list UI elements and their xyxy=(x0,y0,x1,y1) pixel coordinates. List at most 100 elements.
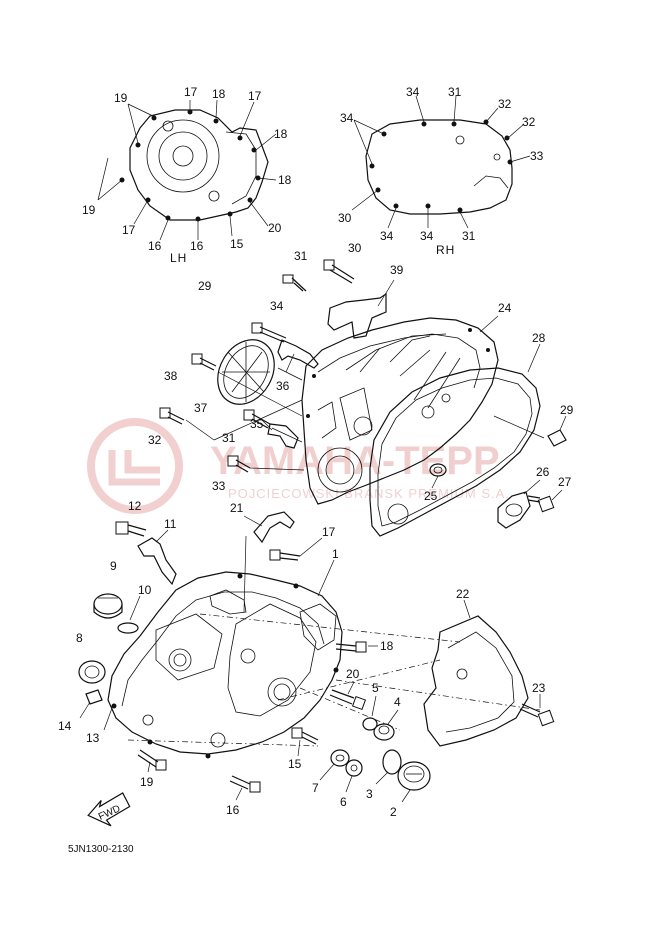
callout: 31 xyxy=(462,229,476,243)
watermark-logo-icon xyxy=(87,418,183,514)
callout: 30 xyxy=(348,241,362,255)
callout: 17 xyxy=(184,85,198,99)
bolt-19 xyxy=(137,749,167,773)
callout: 2 xyxy=(390,805,397,819)
callout: 33 xyxy=(530,149,544,163)
callout: 31 xyxy=(448,85,462,99)
callout: 20 xyxy=(346,667,360,681)
callout: 25 xyxy=(424,489,438,503)
rh-label: RH xyxy=(436,243,455,257)
callout: 12 xyxy=(128,499,142,513)
callout: 31 xyxy=(222,431,236,445)
callout: 22 xyxy=(456,587,470,601)
callout-labels-left-cover: 12 11 21 17 1 9 10 8 14 13 22 18 20 5 4 … xyxy=(58,499,546,819)
callout: 33 xyxy=(212,479,226,493)
collar-7 xyxy=(319,749,350,781)
o-ring-3 xyxy=(382,749,402,775)
callout: 7 xyxy=(312,781,319,795)
callout: 34 xyxy=(406,85,420,99)
callout: 34 xyxy=(420,229,434,243)
watermark-sub-text: POJCIECOWSKI BRAŃSK PREMIUM S.A. xyxy=(228,486,510,501)
callout: 32 xyxy=(498,97,512,111)
guide-21 xyxy=(253,511,295,544)
callout: 16 xyxy=(190,239,204,253)
callout: 20 xyxy=(268,221,282,235)
callout-labels-rh: 34 31 32 32 34 33 30 34 34 31 RH xyxy=(338,85,544,257)
watermark-main-text: YAMAHA-TEPP xyxy=(210,439,500,483)
callout: 23 xyxy=(532,681,546,695)
callout: 9 xyxy=(110,559,117,573)
callout: 27 xyxy=(558,475,572,489)
plug-2 xyxy=(397,761,431,803)
callout: 15 xyxy=(230,237,244,251)
bolt-30-top xyxy=(323,259,355,284)
bolt-18 xyxy=(335,641,378,653)
callout: 8 xyxy=(76,631,83,645)
bolt-32 xyxy=(159,407,185,425)
bolt-12 xyxy=(115,521,147,537)
bracket-11 xyxy=(137,537,177,586)
callout-labels-lh: 19 17 18 17 18 18 19 17 16 16 15 20 LH xyxy=(82,85,292,265)
left-crankcase-cover: FWD xyxy=(78,511,555,827)
fwd-arrow-icon: FWD xyxy=(87,792,131,827)
callout: 29 xyxy=(560,403,574,417)
callout: 35 xyxy=(250,417,264,431)
callout: 18 xyxy=(380,639,394,653)
right-crankcase-cover xyxy=(159,259,567,537)
lh-label: LH xyxy=(170,251,187,265)
seal-6 xyxy=(345,759,363,793)
dowel-14 xyxy=(85,689,103,705)
callout: 16 xyxy=(148,239,162,253)
callout: 19 xyxy=(114,91,128,105)
callout: 32 xyxy=(522,115,536,129)
callout: 19 xyxy=(140,775,154,789)
oil-filler-cap-9 xyxy=(93,593,123,619)
callout: 32 xyxy=(148,433,162,447)
callout: 15 xyxy=(288,757,302,771)
callout: 28 xyxy=(532,331,546,345)
bolt-23 xyxy=(519,694,555,727)
oil-seal-26 xyxy=(497,479,541,529)
callout: 11 xyxy=(164,517,177,531)
bolt-34 xyxy=(251,322,287,343)
callout: 34 xyxy=(270,299,284,313)
bolt-16 xyxy=(229,775,261,801)
clamp-36 xyxy=(277,339,319,369)
callout: 17 xyxy=(248,89,262,103)
bolt-17 xyxy=(269,537,323,561)
callout: 37 xyxy=(194,401,208,415)
callout: 13 xyxy=(86,731,100,745)
plug-4 xyxy=(373,709,399,741)
callout: 10 xyxy=(138,583,152,597)
callout: 29 xyxy=(198,279,212,293)
bolt-27 xyxy=(527,489,563,513)
callout: 39 xyxy=(390,263,404,277)
bracket-39 xyxy=(327,292,387,339)
watermark: YAMAHA-TEPP POJCIECOWSKI BRAŃSK PREMIUM … xyxy=(87,418,510,514)
callout: 26 xyxy=(536,465,550,479)
callout: 5 xyxy=(372,681,379,695)
bolt-31-top xyxy=(282,274,307,292)
bolt-38 xyxy=(191,353,217,371)
callout: 17 xyxy=(122,223,136,237)
bolt-20 xyxy=(329,681,367,711)
o-ring-10 xyxy=(117,622,139,634)
callout: 14 xyxy=(58,719,72,733)
oil-seal-8 xyxy=(78,660,106,684)
o-ring-5 xyxy=(362,717,378,731)
callout: 17 xyxy=(322,525,336,539)
callout: 1 xyxy=(332,547,339,561)
callout: 38 xyxy=(164,369,178,383)
callout-labels-right-cover: 31 30 39 29 34 24 28 38 36 37 32 31 35 3… xyxy=(148,241,574,503)
drawing-code: 5JN1300-2130 xyxy=(68,844,134,855)
callout: 18 xyxy=(212,87,226,101)
callout: 19 xyxy=(82,203,96,217)
callout: 34 xyxy=(340,111,354,125)
rh-gasket xyxy=(351,95,531,229)
callout: 16 xyxy=(226,803,240,817)
bolt-15 xyxy=(291,727,319,757)
callout: 4 xyxy=(394,695,401,709)
callout: 31 xyxy=(294,249,308,263)
gasket-28 xyxy=(369,367,541,537)
